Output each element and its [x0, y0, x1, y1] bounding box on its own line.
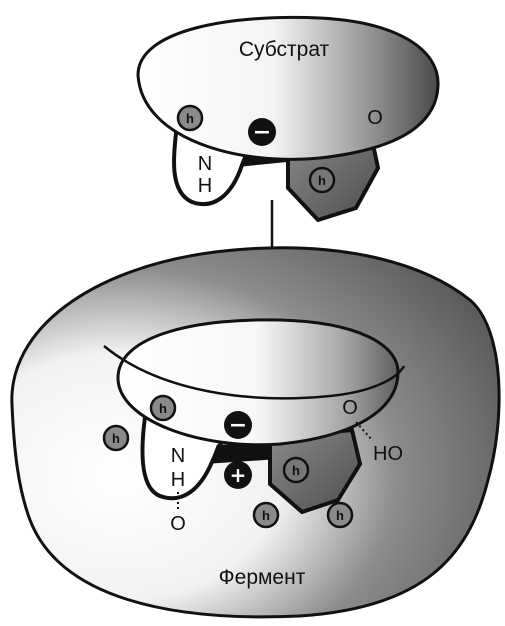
- svg-text:h: h: [112, 431, 120, 446]
- enzyme-pocket-disc: [118, 320, 398, 445]
- enzyme-hydrophobic-3: h: [284, 458, 308, 482]
- enzyme-atom-n: N: [171, 445, 185, 467]
- enzyme-hydrophobic-5: h: [328, 503, 352, 527]
- svg-text:h: h: [336, 508, 344, 523]
- substrate-hydrophobic-1: h: [178, 106, 202, 130]
- substrate-atom-n: N: [198, 153, 212, 175]
- substrate-hydrophobic-2: h: [310, 168, 334, 192]
- svg-text:h: h: [292, 463, 300, 478]
- enzyme-atom-o-bottom: O: [170, 513, 186, 535]
- substrate-negative-charge: −: [248, 118, 276, 146]
- svg-text:h: h: [186, 111, 194, 126]
- substrate-atom-o: O: [367, 107, 383, 129]
- enzyme-positive-charge: +: [224, 461, 252, 489]
- svg-text:h: h: [318, 173, 326, 188]
- enzyme-hydrophobic-2: h: [104, 426, 128, 450]
- enzyme-atom-o-right: O: [342, 397, 358, 419]
- enzyme-negative-charge: −: [224, 411, 252, 439]
- enzyme: h h h h h − + N H: [12, 248, 499, 617]
- svg-text:−: −: [229, 413, 247, 438]
- enzyme-label: Фермент: [219, 566, 306, 589]
- svg-text:h: h: [262, 508, 270, 523]
- enzyme-bridge: [212, 446, 272, 462]
- substrate-label: Субстрат: [239, 38, 330, 61]
- svg-text:+: +: [230, 463, 247, 487]
- substrate: h h − Субстрат N H O: [138, 17, 438, 220]
- enzyme-group-ho: HO: [373, 443, 403, 465]
- enzyme-hydrophobic-4: h: [254, 503, 278, 527]
- enzyme-atom-h: H: [171, 469, 185, 491]
- substrate-atom-h: H: [198, 175, 212, 197]
- svg-text:−: −: [253, 120, 271, 145]
- enzyme-hydrophobic-1: h: [151, 396, 175, 420]
- svg-text:h: h: [159, 401, 167, 416]
